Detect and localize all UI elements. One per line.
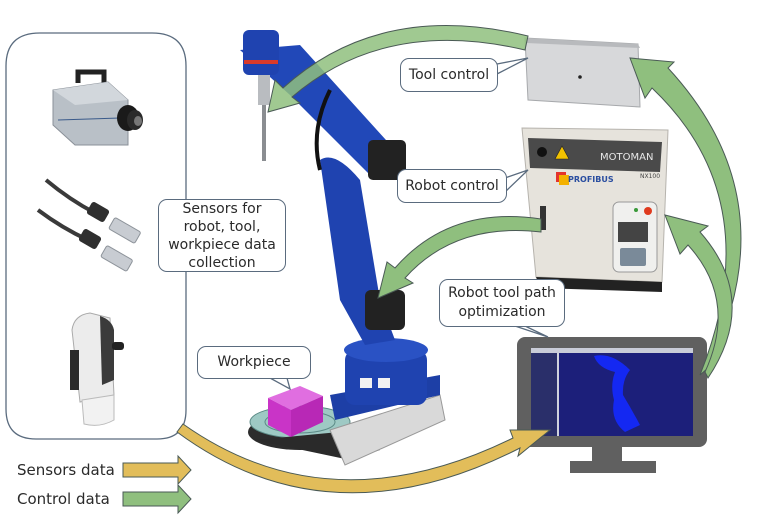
sensors-callout: Sensors for robot, tool, workpiece data …: [158, 199, 286, 272]
laser-tracker-icon: [70, 312, 124, 426]
tool-control-callout: Tool control: [400, 58, 498, 92]
control-data-arrow-robot: [377, 216, 542, 299]
path-optimization-line-1: Robot tool path: [448, 285, 556, 301]
tool-controller-icon: [524, 37, 641, 108]
robot-control-label: Robot control: [405, 177, 499, 194]
robot-control-callout: Robot control: [397, 169, 507, 203]
legend-sensors-label: Sensors data: [17, 461, 115, 479]
sensors-panel-top: [40, 32, 187, 200]
tool-control-label: Tool control: [408, 66, 490, 83]
workpiece-icon: [268, 386, 323, 437]
robot-arm-icon: [240, 30, 446, 466]
force-sensor-cables-icon: [36, 178, 141, 272]
legend-control-arrow: [122, 483, 192, 515]
profibus-logo: PROFIBUS: [568, 175, 614, 184]
workpiece-callout-tail: [269, 377, 292, 391]
path-optimization-line-2: optimization: [458, 304, 546, 320]
sensors-callout-line-4: collection: [188, 254, 256, 271]
robot-control-callout-tail: [504, 169, 529, 193]
sensors-data-arrow: [176, 423, 552, 494]
controller-model: NX100: [640, 173, 660, 180]
workpiece-callout: Workpiece: [197, 346, 311, 379]
tool-control-callout-tail: [496, 57, 529, 75]
path-optimization-callout: Robot tool path optimization: [439, 279, 565, 327]
sensors-callout-line-2: robot, tool,: [183, 218, 261, 235]
control-data-arrow-robot-controller: [664, 214, 733, 379]
legend-sensors-arrow: [122, 454, 192, 486]
high-speed-camera-icon: [52, 69, 143, 146]
monitor-icon: [517, 337, 707, 473]
controller-brand: MOTOMAN: [600, 152, 653, 163]
control-data-arrow-tool-head: [267, 25, 529, 113]
sensors-callout-line-3: workpiece data: [168, 236, 276, 253]
workpiece-label: Workpiece: [217, 354, 291, 370]
legend-control-label: Control data: [17, 490, 110, 508]
path-callout-tail: [514, 325, 549, 338]
sensors-callout-line-1: Sensors for: [182, 200, 262, 217]
